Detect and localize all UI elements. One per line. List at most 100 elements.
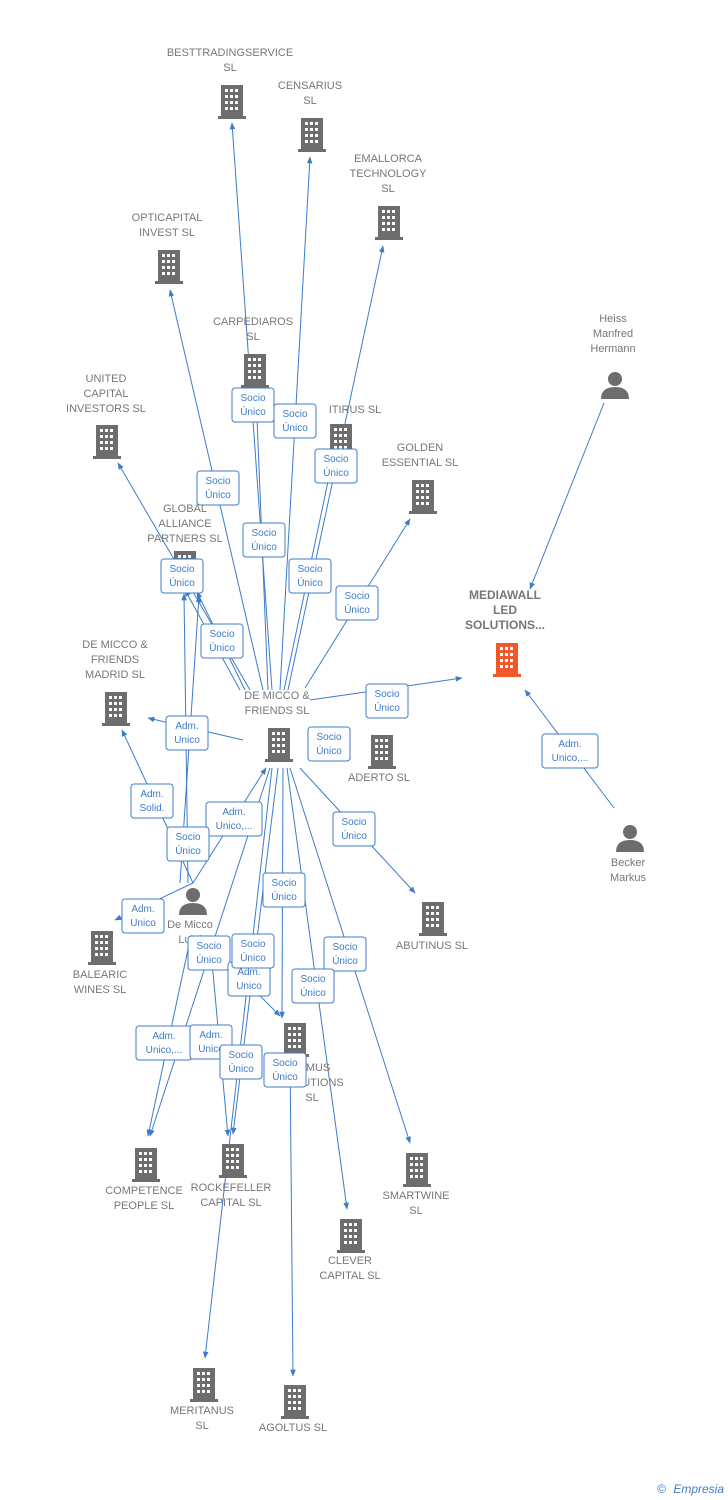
edge-label-box[interactable] [365,683,409,719]
node-label[interactable]: ROCKEFELLER [191,1182,272,1194]
building-icon[interactable] [132,1148,160,1182]
building-icon[interactable] [218,85,246,119]
node-label[interactable]: CARPEDIAROS [213,316,293,328]
edge-label-box[interactable] [231,933,275,969]
node-label[interactable]: COMPETENCE [105,1185,183,1197]
node-label[interactable]: LED [493,603,517,617]
node-label[interactable]: SL [305,1092,318,1104]
edge-label[interactable]: Adm.Unico,... [541,733,599,769]
edge-label-box[interactable] [187,935,231,971]
node-label[interactable]: INVEST SL [139,227,195,239]
building-icon[interactable] [102,692,130,726]
node-label[interactable]: SL [409,1205,422,1217]
node-label[interactable]: CAPITAL [83,388,128,400]
building-icon[interactable] [88,931,116,965]
edge-label-box[interactable] [332,811,376,847]
node-label[interactable]: CENSARIUS [278,80,342,92]
node-label[interactable]: DE MICCO & [82,639,148,651]
person-icon[interactable] [601,372,629,399]
building-icon[interactable] [219,1144,247,1178]
edge-label-box[interactable] [541,733,599,769]
person-icon[interactable] [616,825,644,852]
building-icon[interactable] [337,1219,365,1253]
node-label[interactable]: Markus [610,872,647,884]
edge-label-box[interactable] [323,936,367,972]
node-label[interactable]: UNITED [86,373,127,385]
edge-label-box[interactable] [291,968,335,1004]
edge-label[interactable]: Adm.Unico [121,898,165,934]
edge-label-box[interactable] [307,726,351,762]
edge-label-box[interactable] [273,403,317,439]
edge-label-box[interactable] [262,872,306,908]
node-label[interactable]: SMARTWINE [382,1190,449,1202]
node-label[interactable]: De Micco [167,919,213,931]
node-label[interactable]: Manfred [593,328,633,340]
node-rockefeller[interactable]: ROCKEFELLER CAPITAL SL [191,1144,272,1209]
node-aderto[interactable]: ADERTO SL [348,735,410,784]
edge-label[interactable]: Adm.Unico [227,961,271,997]
node-itirus[interactable]: ITIRUS SL [327,404,381,458]
building-icon[interactable] [493,643,521,677]
edge-label-box[interactable] [263,1052,307,1088]
node-label[interactable]: SL [303,95,316,107]
node-label[interactable]: MERITANUS [170,1405,234,1417]
node-mediawall[interactable]: MEDIAWALLLEDSOLUTIONS... [465,588,545,677]
node-label[interactable]: MADRID SL [85,669,145,681]
node-label[interactable]: Hermann [590,343,635,355]
building-icon[interactable] [155,250,183,284]
edge-label-box[interactable] [166,826,210,862]
node-smartwine[interactable]: SMARTWINE SL [382,1153,450,1217]
edge-label-box[interactable] [121,898,165,934]
node-label[interactable]: ITIRUS SL [329,404,382,416]
node-label[interactable]: ESSENTIAL SL [382,457,459,469]
node-label[interactable]: SOLUTIONS... [465,618,545,632]
edge-label[interactable]: Adm.Unico,... [135,1025,193,1061]
building-icon[interactable] [419,902,447,936]
edge-label-box[interactable] [288,558,332,594]
node-label[interactable]: MEDIAWALL [469,588,541,602]
node-label[interactable]: PEOPLE SL [114,1200,175,1212]
node-competence[interactable]: COMPETENCE PEOPLE SL [105,1148,183,1212]
node-agoltus[interactable]: AGOLTUS SL [259,1385,327,1434]
node-label[interactable]: SL [246,331,259,343]
node-label[interactable]: SL [195,1420,208,1432]
building-icon[interactable] [375,206,403,240]
node-golden[interactable]: GOLDEN ESSENTIAL SL [382,442,459,514]
node-meritanus[interactable]: MERITANUS SL [170,1368,234,1432]
node-label[interactable]: CAPITAL SL [200,1197,261,1209]
edge-label-box[interactable] [165,715,209,751]
node-label[interactable]: Heiss [599,313,627,325]
edge-label-box[interactable] [130,783,174,819]
building-icon[interactable] [241,354,269,388]
node-label[interactable]: SL [223,62,236,74]
node-label[interactable]: WINES SL [74,984,127,996]
edge-label-box[interactable] [242,522,286,558]
node-label[interactable]: PARTNERS SL [147,533,222,545]
edge-label[interactable]: Adm.Unico [165,715,209,751]
node-label[interactable]: EMALLORCA [354,153,423,165]
edge-label[interactable]: Adm.Unico,... [205,801,263,837]
node-label[interactable]: ABUTINUS SL [396,940,468,952]
node-demicco[interactable]: DE MICCO &FRIENDS SL [244,690,310,762]
node-label[interactable]: GOLDEN [397,442,444,454]
building-icon[interactable] [281,1385,309,1419]
